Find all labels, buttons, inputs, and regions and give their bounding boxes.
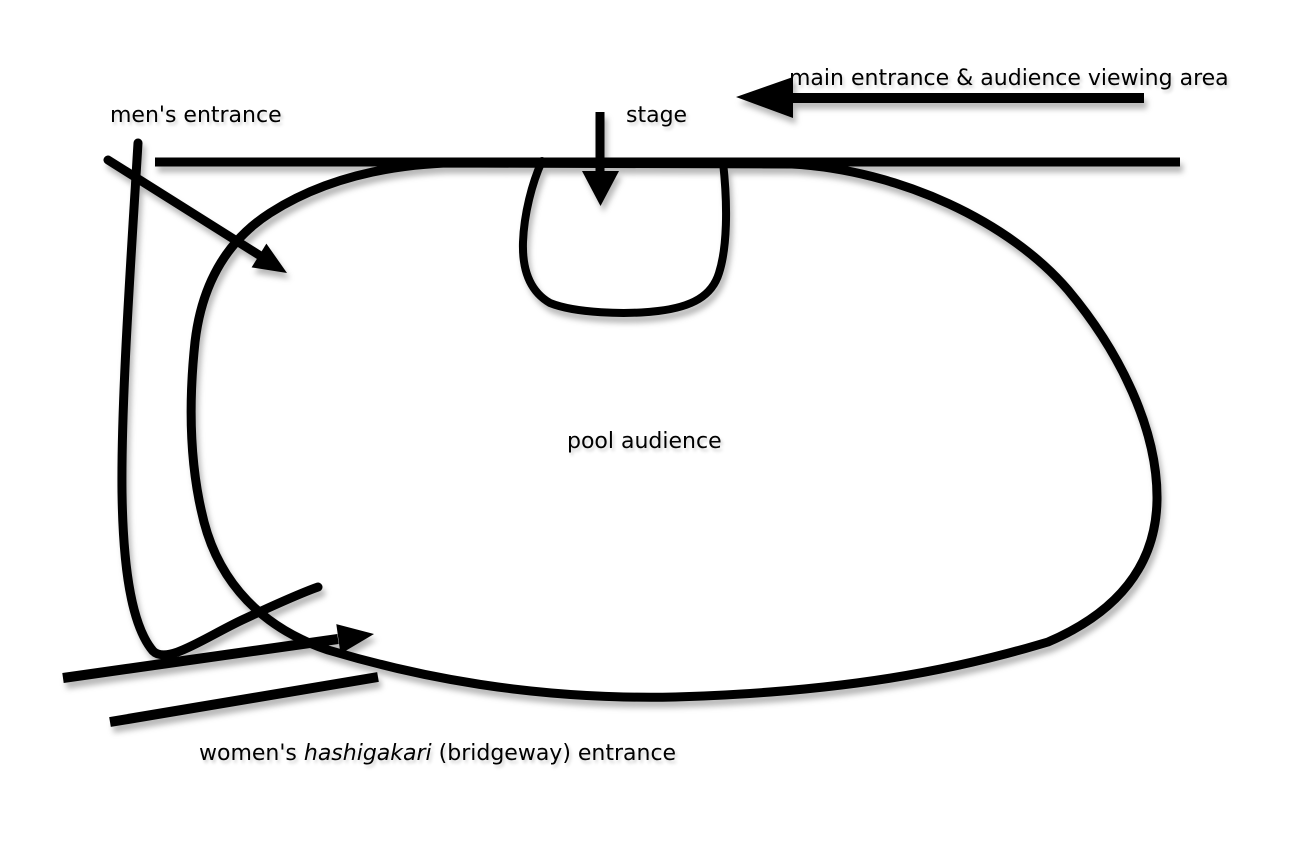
mens-path-line — [117, 138, 323, 660]
bridgeway-arrow-shaft — [62, 634, 339, 683]
stage-arrowhead — [582, 171, 619, 206]
main-entrance-label: main entrance & audience viewing area — [789, 66, 1229, 91]
womens-entrance-label-italic: hashigakari — [303, 741, 432, 766]
mens-entrance-arrowhead — [251, 243, 287, 273]
stage-arrow — [582, 112, 619, 206]
stage-label: stage — [626, 103, 688, 128]
main-entrance-arrowhead — [736, 77, 793, 118]
womens-entrance-label: women's hashigakari (bridgeway) entrance — [199, 741, 676, 766]
pool-audience-label: pool audience — [567, 429, 722, 454]
womens-entrance-label-suffix: (bridgeway) entrance — [431, 741, 677, 766]
bridgeway-line — [109, 672, 379, 727]
pool-outline — [186, 158, 1162, 702]
mens-entrance-arrow — [103, 155, 287, 273]
main-entrance-arrow — [736, 77, 1144, 118]
mens-entrance-arrow-shaft — [103, 155, 264, 260]
bridgeway-arrowhead — [336, 624, 374, 654]
mens-entrance-label: men's entrance — [110, 103, 282, 128]
bridgeway-arrow — [62, 624, 374, 683]
stage-outline — [518, 157, 731, 317]
womens-entrance-label-prefix: women's — [199, 741, 304, 766]
